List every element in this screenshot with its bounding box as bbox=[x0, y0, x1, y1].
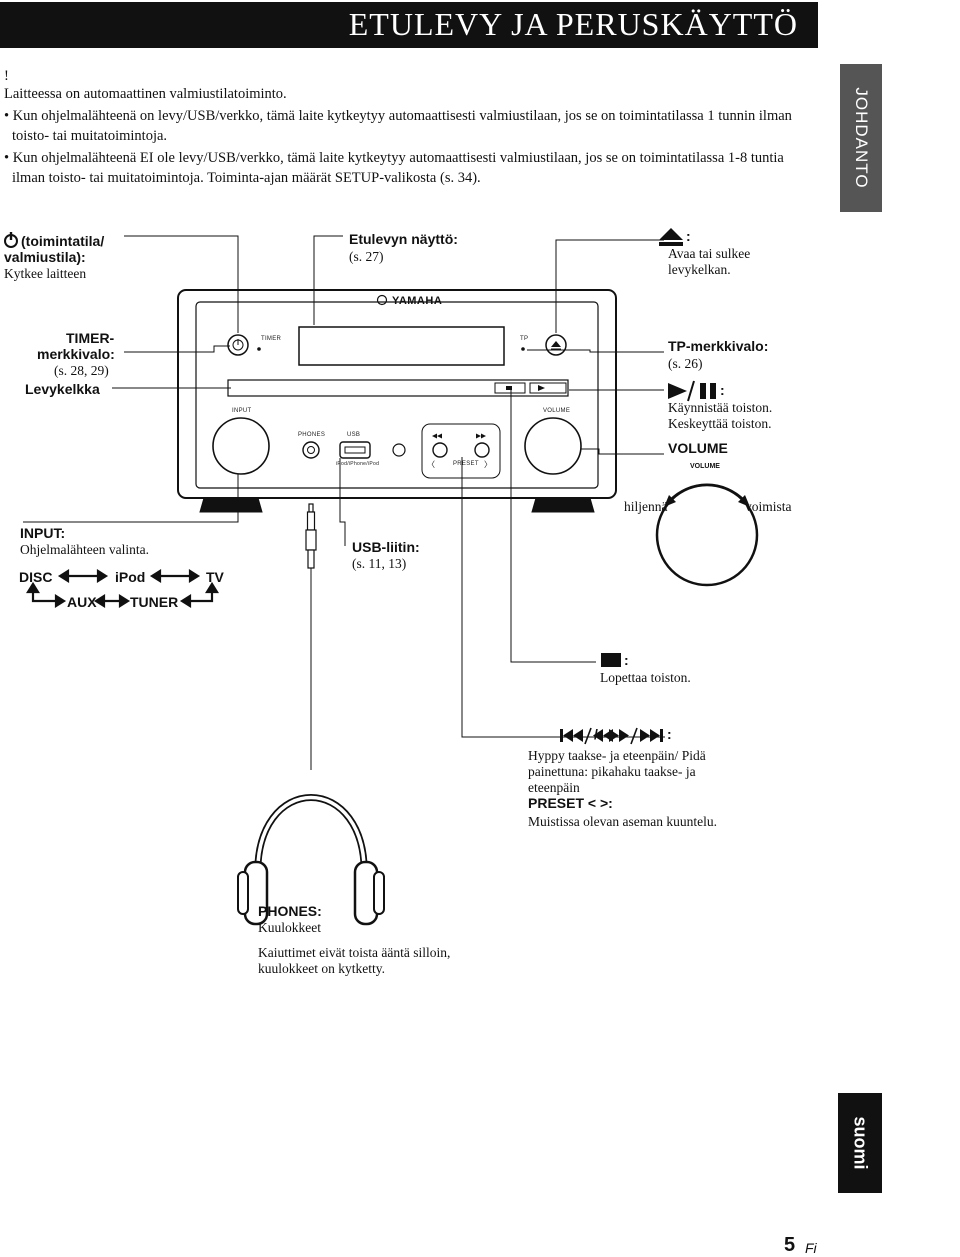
device-preset-label: PRESET bbox=[453, 461, 479, 467]
device-timer-label: TIMER bbox=[261, 336, 282, 342]
display-callout-ref: (s. 27) bbox=[349, 249, 384, 264]
power-callout-title: (toimintatila/ bbox=[21, 233, 105, 249]
power-callout-desc: Kytkee laitteen bbox=[4, 266, 87, 281]
tray-callout-title: Levykelkka bbox=[25, 381, 100, 397]
volume-callout-title: VOLUME bbox=[668, 440, 728, 456]
device-phones-label: PHONES bbox=[298, 432, 326, 438]
phones-callout-note: Kaiuttimet eivät toista ääntä silloin, bbox=[258, 945, 451, 960]
skip-callout-desc-2: painettuna: pikahaku taakse- ja bbox=[528, 764, 696, 779]
stop-callout-colon: : bbox=[624, 652, 629, 668]
page-number: 5 bbox=[784, 1234, 796, 1256]
phones-callout-note-2: kuulokkeet on kytketty. bbox=[258, 961, 385, 976]
tp-callout-title: TP-merkkivalo: bbox=[668, 338, 769, 354]
stop-callout-desc: Lopettaa toiston. bbox=[600, 670, 691, 685]
device-preset-prev: 〈 bbox=[427, 460, 436, 469]
yamaha-logo-text: YAMAHA bbox=[392, 295, 443, 307]
usb-callout-ref: (s. 11, 13) bbox=[352, 556, 407, 571]
preset-callout-desc: Muistissa olevan aseman kuuntelu. bbox=[528, 814, 717, 829]
yamaha-logo bbox=[376, 294, 388, 306]
play-callout-colon: : bbox=[720, 382, 725, 398]
note-bullet-2-cont: ilman toisto- tai muitatoimintoja. Toimi… bbox=[12, 170, 481, 186]
input-callout-desc: Ohjelmalähteen valinta. bbox=[20, 542, 149, 557]
headphone-plug bbox=[305, 503, 317, 569]
callout-icons bbox=[4, 228, 716, 745]
device-input-label: INPUT bbox=[232, 408, 252, 414]
input-source-tv: TV bbox=[206, 569, 224, 585]
skip-callout-desc-3: eteenpäin bbox=[528, 780, 580, 795]
device-volume-label: VOLUME bbox=[543, 408, 571, 414]
phones-callout-desc: Kuulokkeet bbox=[258, 920, 321, 935]
skip-callout-desc: Hyppy taakse- ja eteenpäin/ Pidä bbox=[528, 748, 706, 763]
timer-callout-title-2: merkkivalo: bbox=[37, 346, 115, 362]
device-body bbox=[177, 289, 617, 513]
title-bar: ETULEVY JA PERUSKÄYTTÖ bbox=[0, 2, 818, 48]
eject-callout-colon: : bbox=[686, 228, 691, 244]
device-usb-label: USB bbox=[347, 432, 361, 438]
eject-callout-desc-2: levykelkan. bbox=[668, 262, 731, 277]
eject-callout-desc: Avaa tai sulkee bbox=[668, 246, 751, 261]
usb-callout-title: USB-liitin: bbox=[352, 539, 420, 555]
play-callout-desc-2: Keskeyttää toiston. bbox=[668, 416, 772, 431]
note-intro: Laitteessa on automaattinen valmiustilat… bbox=[4, 86, 287, 102]
page-title: ETULEVY JA PERUSKÄYTTÖ bbox=[348, 6, 798, 42]
section-tab: JOHDANTO bbox=[840, 64, 882, 212]
device-tp-label: TP bbox=[520, 336, 529, 342]
note-mark: ! bbox=[4, 68, 9, 84]
page-language: Fi bbox=[805, 1240, 817, 1256]
play-callout-desc: Käynnistää toiston. bbox=[668, 400, 773, 415]
device-preset-next: 〉 bbox=[484, 460, 493, 469]
timer-callout-title: TIMER- bbox=[66, 330, 115, 346]
tp-callout-ref: (s. 26) bbox=[668, 356, 703, 371]
language-tab: suomi bbox=[838, 1093, 882, 1193]
input-source-ipod: iPod bbox=[115, 569, 146, 585]
input-source-tuner: TUNER bbox=[130, 594, 179, 610]
device-ipod-label: iPod/iPhone/iPod bbox=[336, 461, 380, 467]
power-callout-title-2: valmiustila): bbox=[4, 249, 86, 265]
note-bullet-1-cont: toisto- tai muitatoimintoja. bbox=[12, 128, 168, 144]
volume-knob-label: VOLUME bbox=[690, 463, 720, 470]
skip-callout-sep: / bbox=[594, 726, 598, 742]
volume-high-label: voimista bbox=[745, 499, 792, 514]
note-bullet-1: • Kun ohjelmalähteenä on levy/USB/verkko… bbox=[4, 108, 792, 124]
note-bullet-2: • Kun ohjelmalähteenä EI ole levy/USB/ve… bbox=[4, 150, 784, 166]
input-source-disc: DISC bbox=[19, 569, 53, 585]
display-callout-title: Etulevyn näyttö: bbox=[349, 231, 458, 247]
input-callout-title: INPUT: bbox=[20, 525, 66, 541]
phones-callout-title: PHONES: bbox=[258, 903, 322, 919]
skip-callout-colon: : bbox=[667, 726, 672, 742]
input-source-aux: AUX bbox=[67, 594, 97, 610]
timer-callout-ref: (s. 28, 29) bbox=[54, 363, 109, 378]
volume-low-label: hiljennä bbox=[624, 499, 668, 514]
preset-callout-title: PRESET < >: bbox=[528, 795, 613, 811]
leader-lines bbox=[23, 235, 665, 770]
volume-knob-illustration bbox=[655, 483, 759, 587]
